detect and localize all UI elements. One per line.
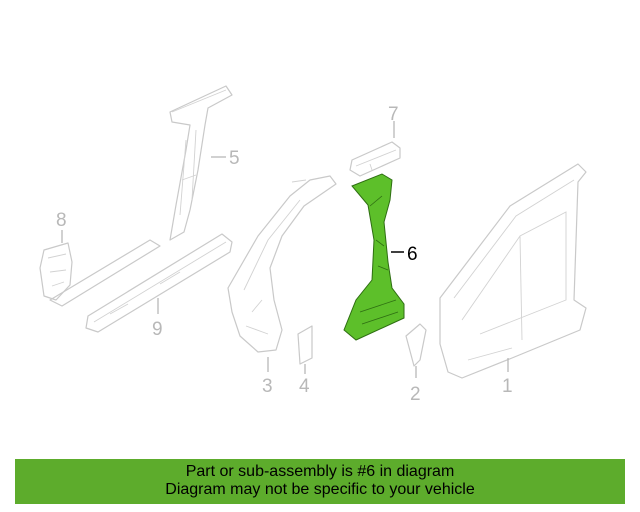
part-9-rocker[interactable] [49,233,233,333]
info-line-1: Part or sub-assembly is #6 in diagram [185,463,455,480]
part-2-bracket[interactable] [405,323,427,367]
part-6-b-pillar[interactable] [343,173,405,341]
callout-1: 1 [502,376,513,397]
callout-9: 9 [152,319,163,340]
part-7-bracket[interactable] [349,141,401,177]
info-line-2: Diagram may not be specific to your vehi… [165,481,475,498]
part-1-body-side[interactable] [439,163,587,379]
callout-5: 5 [229,148,240,169]
callout-4: 4 [299,376,310,397]
part-6-fill [343,173,405,341]
part-8-bracket[interactable] [39,242,73,301]
callout-6: 6 [407,244,418,265]
part-6-detail [359,195,399,325]
callout-2: 2 [410,384,421,405]
callout-7: 7 [388,104,399,125]
callout-3: 3 [262,376,273,397]
part-5-upper-pillar[interactable] [169,85,233,241]
callout-8: 8 [56,210,67,231]
info-banner: Part or sub-assembly is #6 in diagram Di… [15,459,625,504]
part-3-a-pillar[interactable] [227,175,337,353]
part-4-plate[interactable] [297,325,313,365]
parts-diagram: 5 8 9 3 4 7 6 2 [39,85,587,405]
